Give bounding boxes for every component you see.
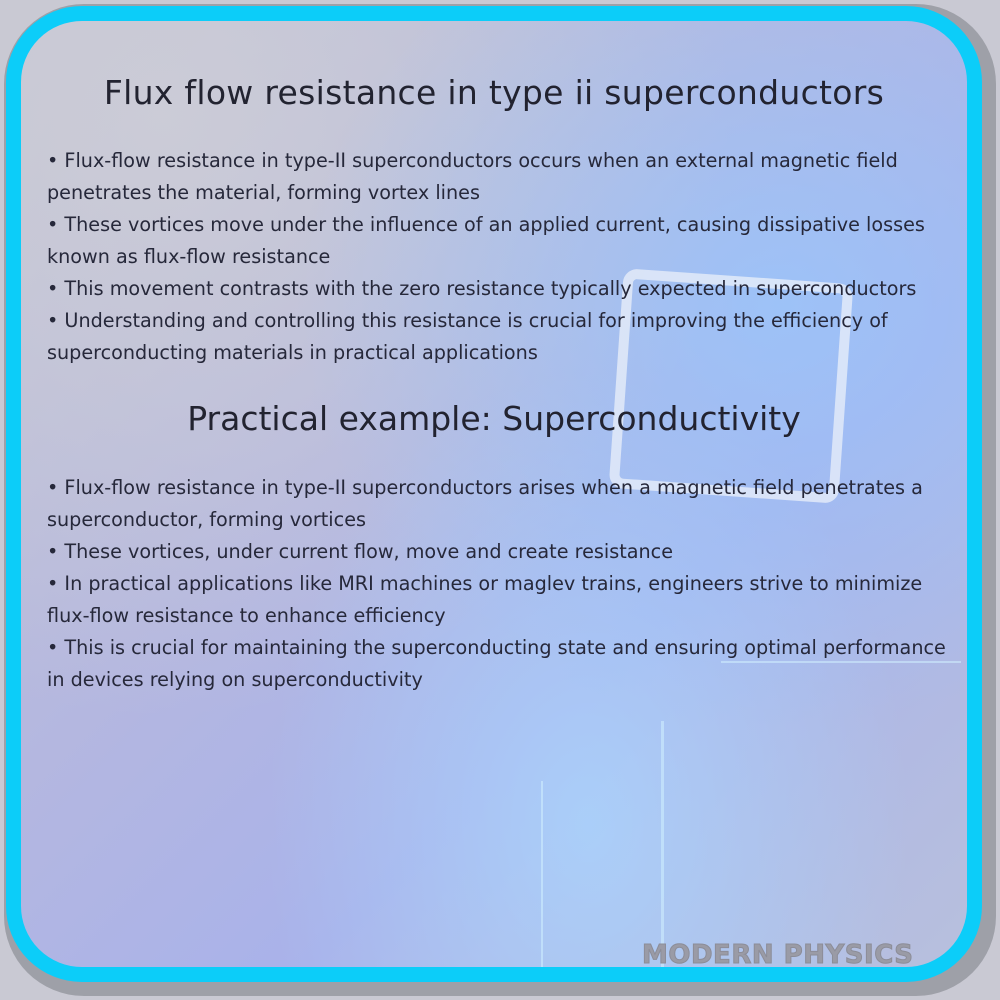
circuit-trace [661,721,664,967]
bullet-item: • This movement contrasts with the zero … [47,277,917,300]
circuit-trace [721,661,961,663]
bullet-item: • In practical applications like MRI mac… [47,572,923,627]
bullet-item: • These vortices, under current flow, mo… [47,540,674,563]
bullet-item: • This is crucial for maintaining the su… [47,636,946,691]
bullet-item: • Flux-flow resistance in type-II superc… [47,476,923,531]
page-title: Flux flow resistance in type ii supercon… [103,73,885,112]
bullet-item: • These vortices move under the influenc… [47,213,925,268]
brand-logo: MODERN PHYSICS [641,940,914,971]
circuit-trace [541,781,543,967]
bullet-list-intro: • Flux-flow resistance in type-II superc… [47,145,967,369]
bullet-item: • Understanding and controlling this res… [47,309,888,364]
bullet-item: • Flux-flow resistance in type-II superc… [47,149,898,204]
bullet-list-example: • Flux-flow resistance in type-II superc… [47,472,967,696]
section-heading: Practical example: Superconductivity [187,399,801,438]
info-card: Flux flow resistance in type ii supercon… [6,6,982,982]
